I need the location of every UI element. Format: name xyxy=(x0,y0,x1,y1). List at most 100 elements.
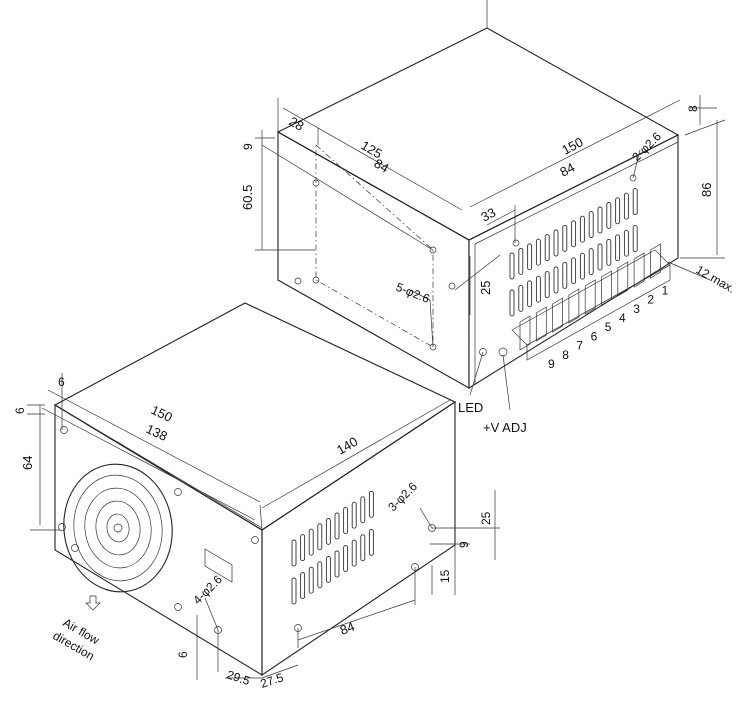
vent-slot xyxy=(368,528,374,556)
dim-25-top: 25 xyxy=(478,281,493,295)
vent-slot xyxy=(553,266,559,294)
dim-6c: 6 xyxy=(176,651,190,658)
dim-9-bottom: 9 xyxy=(457,541,471,548)
dim-150-side: 150 xyxy=(559,134,585,157)
vent-slot xyxy=(606,238,612,266)
vent-slot xyxy=(308,528,314,556)
vent-slot xyxy=(343,507,349,535)
dim-9-left: 9 xyxy=(241,143,255,150)
holes-2-phi: 2-φ2.6 xyxy=(629,129,664,164)
vent-slot xyxy=(518,284,524,312)
vent-slot xyxy=(588,248,594,276)
bottom-unit-side-face xyxy=(261,400,456,677)
dim-27-5: 27.5 xyxy=(259,670,286,691)
vent-slot xyxy=(343,545,349,573)
label-vadj: +V ADJ xyxy=(483,420,527,435)
dim-8: 8 xyxy=(686,105,700,112)
vent-slot xyxy=(334,550,340,578)
vent-slot xyxy=(527,243,533,271)
dim-25-bottom: 25 xyxy=(479,511,493,525)
vent-slot xyxy=(562,261,568,289)
vent-slot xyxy=(535,238,541,266)
vent-slot xyxy=(300,534,306,562)
vent-slot xyxy=(317,523,323,551)
top-unit-dimension-lines xyxy=(255,0,726,411)
vent-slot xyxy=(535,275,541,303)
vent-slot xyxy=(291,577,297,605)
bottom-unit: Air flow direction 6 6 64 150 138 140 25… xyxy=(13,302,500,691)
dim-84-bottom: 84 xyxy=(338,619,357,638)
holes-4-phi: 4-φ2.6 xyxy=(190,572,225,607)
terminal-fin xyxy=(584,279,596,315)
terminal-block xyxy=(511,243,671,361)
vent-slot xyxy=(308,566,314,594)
vent-slot xyxy=(351,501,357,529)
vent-slot xyxy=(571,220,577,248)
dim-12max: 12 max. xyxy=(694,262,738,295)
top-unit-vent-slots xyxy=(509,188,638,317)
dim-28: 28 xyxy=(287,114,307,134)
bottom-unit-dimension-lines xyxy=(27,373,500,680)
vent-slot xyxy=(544,234,550,262)
vent-slot xyxy=(632,225,638,253)
vent-slot xyxy=(553,229,559,257)
vent-slot xyxy=(368,490,374,518)
top-unit-side-face xyxy=(468,134,679,389)
terminal-number: 8 xyxy=(562,348,569,362)
vent-slot xyxy=(632,188,638,216)
dim-60-5: 60.5 xyxy=(240,185,255,210)
vent-slot xyxy=(597,206,603,234)
top-unit-top-face xyxy=(276,27,680,241)
terminal-number: 1 xyxy=(662,283,669,297)
vent-slot xyxy=(518,247,524,275)
vent-slot xyxy=(325,555,331,583)
terminal-fin xyxy=(650,243,661,279)
dim-138: 138 xyxy=(144,421,170,444)
dim-84-side: 84 xyxy=(557,160,577,180)
vent-slot xyxy=(527,280,533,308)
terminal-fin xyxy=(633,252,645,288)
mounting-rectangle xyxy=(315,144,434,348)
terminal-fin xyxy=(535,306,547,342)
terminal-fin xyxy=(617,261,629,297)
terminal-number: 2 xyxy=(647,293,654,307)
fan-grille xyxy=(63,463,173,593)
vent-slot xyxy=(360,496,366,524)
holes-3-phi: 3-φ2.6 xyxy=(385,479,420,514)
vent-slot xyxy=(300,572,306,600)
dim-84-top: 84 xyxy=(372,156,392,176)
terminal-number: 3 xyxy=(633,302,640,316)
vent-slot xyxy=(615,234,621,262)
airflow-arrow-icon xyxy=(85,595,101,611)
vent-slot xyxy=(588,211,594,239)
terminal-fin xyxy=(552,297,563,333)
vent-slot xyxy=(325,517,331,545)
vent-slot xyxy=(544,271,550,299)
vent-slot xyxy=(317,561,323,589)
vent-slot xyxy=(606,201,612,229)
dim-15: 15 xyxy=(438,569,452,583)
terminal-number: 5 xyxy=(605,320,612,334)
front-window xyxy=(204,548,233,583)
vent-slot xyxy=(334,512,340,540)
dim-6a: 6 xyxy=(58,375,65,389)
terminal-fin xyxy=(519,315,531,351)
terminal-number: 9 xyxy=(548,357,555,371)
top-unit-bottom-face xyxy=(277,131,470,389)
holes-5-phi: 5-φ2.6 xyxy=(394,280,432,306)
vent-slot xyxy=(615,197,621,225)
vent-slot xyxy=(623,192,629,220)
vent-slot xyxy=(509,252,515,280)
terminal-fin xyxy=(568,288,580,324)
dim-33: 33 xyxy=(478,205,498,225)
bottom-unit-vent-slots xyxy=(291,490,374,605)
vent-slot xyxy=(579,215,585,243)
dim-29-5: 29.5 xyxy=(225,668,252,689)
vent-slot xyxy=(509,289,515,317)
vent-slot xyxy=(597,243,603,271)
vent-slot xyxy=(351,539,357,567)
vent-slot xyxy=(571,257,577,285)
